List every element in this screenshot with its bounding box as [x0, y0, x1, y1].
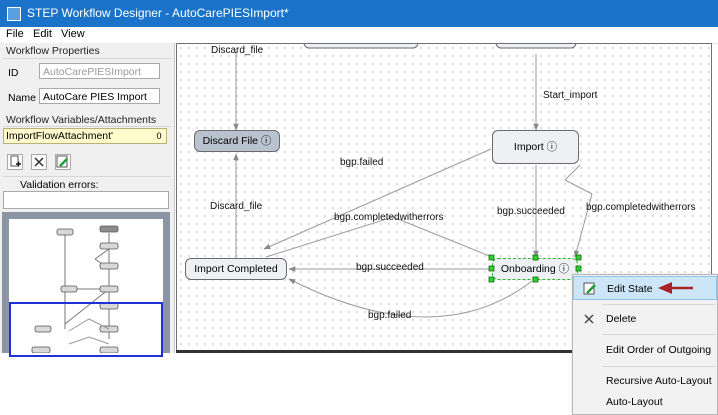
divider	[3, 176, 171, 177]
menu-separator	[603, 366, 715, 367]
id-label: ID	[8, 67, 19, 79]
edge-label-start-import: Start_import	[543, 90, 598, 101]
node-import-completed[interactable]: Import Completed	[185, 258, 287, 280]
menu-item-recursive-auto-layout[interactable]: Recursive Auto-Layout	[573, 369, 717, 393]
menu-label-auto-layout: Auto-Layout	[606, 396, 663, 408]
workflow-edges	[233, 44, 593, 318]
edge-import-failed[interactable]	[263, 148, 492, 250]
edge-label-failed-upper: bgp.failed	[340, 157, 384, 168]
edge-label-succeeded-low: bgp.succeeded	[356, 262, 424, 273]
variable-attachment-field[interactable]: ImportFlowAttachment' 0	[3, 128, 167, 144]
menu-edit[interactable]: Edit	[33, 28, 52, 40]
edge-label-cwe-left: bgp.completedwitherrors	[334, 212, 444, 223]
validation-errors-box	[3, 191, 169, 209]
menu-label-recursive-auto-layout: Recursive Auto-Layout	[606, 375, 712, 387]
delete-icon	[584, 314, 594, 324]
menu-item-edit-order[interactable]: Edit Order of Outgoing	[573, 338, 717, 362]
workflow-minimap[interactable]	[2, 212, 170, 354]
workflow-properties-heading: Workflow Properties	[6, 45, 100, 57]
window-title: STEP Workflow Designer - AutoCarePIESImp…	[27, 6, 289, 20]
edit-icon	[56, 155, 68, 168]
menu-separator	[603, 334, 715, 335]
menu-item-edit-state[interactable]: Edit State	[573, 276, 717, 300]
add-document-icon	[10, 155, 21, 167]
title-bar: STEP Workflow Designer - AutoCarePIESImp…	[0, 0, 718, 27]
edge-import-cwe-c[interactable]	[573, 193, 593, 258]
menu-file[interactable]: File	[6, 28, 24, 40]
menu-item-delete[interactable]: Delete	[573, 307, 717, 331]
workflow-properties-panel: Workflow Properties ID AutoCarePIESImpor…	[0, 43, 175, 354]
edit-state-icon	[583, 282, 596, 295]
edge-onb-cwe-a[interactable]	[265, 216, 394, 258]
menu-label-edit-state: Edit State	[607, 283, 653, 295]
id-field[interactable]: AutoCarePIESImport	[39, 63, 160, 79]
node-onboarding[interactable]: Onboarding ⓘ	[492, 258, 578, 280]
name-label: Name	[8, 92, 37, 104]
variable-edit-button[interactable]: 0	[156, 131, 162, 141]
validation-errors-label: Validation errors:	[20, 179, 99, 191]
workflow-variables-heading: Workflow Variables/Attachments	[6, 114, 157, 126]
menu-item-auto-layout[interactable]: Auto-Layout	[573, 390, 717, 414]
edge-onb-failed[interactable]	[288, 278, 533, 318]
menu-separator	[603, 304, 715, 305]
edge-label-cwe-right: bgp.completedwitherrors	[586, 202, 696, 213]
node-offscreen-left[interactable]	[303, 44, 419, 49]
edge-label-succeeded-mid: bgp.succeeded	[497, 206, 565, 217]
name-field[interactable]: AutoCare PIES Import	[39, 88, 160, 104]
edge-import-cwe-a[interactable]	[564, 164, 581, 181]
minimap-viewport-indicator[interactable]	[9, 302, 163, 357]
add-variable-button[interactable]	[7, 154, 23, 170]
menu-view[interactable]: View	[61, 28, 85, 40]
edit-variable-button[interactable]	[55, 154, 71, 170]
minimap-canvas	[9, 219, 163, 354]
app-icon	[7, 7, 21, 21]
minimap-graph	[31, 225, 119, 354]
edge-import-cwe-b[interactable]	[564, 179, 593, 195]
edge-label-discard-top: Discard_file	[211, 45, 264, 56]
menu-label-delete: Delete	[606, 313, 637, 325]
menu-label-edit-order: Edit Order of Outgoing	[606, 344, 712, 356]
canvas-bottom-border	[176, 350, 712, 353]
workflow-canvas[interactable]: Discard File ⓘ Import ⓘ Import Completed…	[176, 43, 712, 353]
remove-variable-button[interactable]	[31, 154, 47, 170]
divider	[3, 126, 171, 127]
node-offscreen-right[interactable]	[495, 44, 577, 49]
divider	[3, 58, 171, 59]
close-icon	[34, 157, 44, 167]
edge-label-discard-file: Discard_file	[210, 201, 263, 212]
edge-onb-cwe-b[interactable]	[392, 216, 493, 258]
context-menu: Edit State Delete Edit Order of Outgoing…	[572, 274, 718, 415]
node-discard-file[interactable]: Discard File ⓘ	[194, 130, 280, 152]
menu-bar: File Edit View	[0, 27, 718, 44]
edge-label-failed-lower: bgp.failed	[368, 310, 412, 321]
variable-attachment-value: ImportFlowAttachment'	[6, 130, 114, 142]
node-import[interactable]: Import ⓘ	[492, 130, 579, 164]
